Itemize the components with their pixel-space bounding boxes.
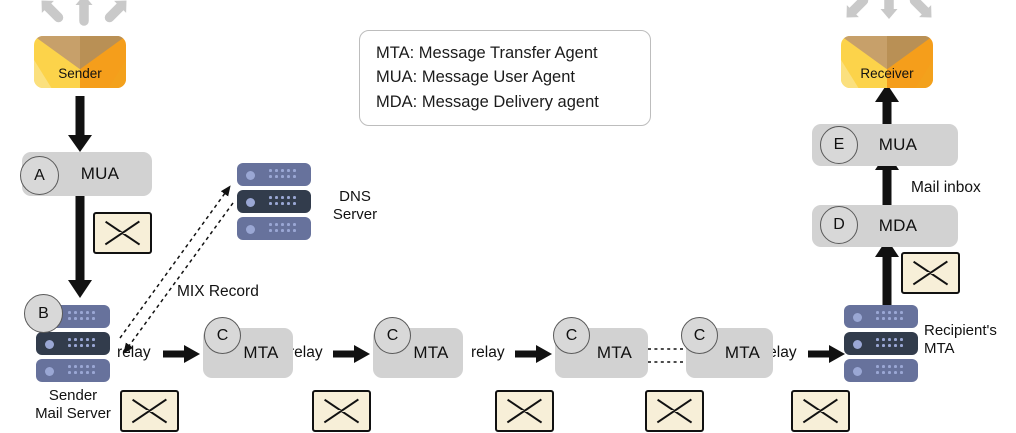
letter-icon-6 <box>791 390 850 432</box>
letter-icon-1 <box>93 212 152 254</box>
step-badge-e: E <box>820 126 858 164</box>
receiver-radiate-arrows <box>846 0 932 19</box>
step-badge-a-text: A <box>34 166 45 184</box>
step-badge-c3: C <box>553 317 590 354</box>
sender-envelope-icon: Sender <box>34 36 126 88</box>
recipient-mta-server-icon <box>844 305 918 383</box>
step-badge-d-text: D <box>833 216 845 233</box>
dns-query-dotted <box>119 185 234 354</box>
step-badge-c1: C <box>204 317 241 354</box>
arrow-mua-to-mailserver <box>68 196 92 298</box>
step-badge-c3-text: C <box>565 326 578 344</box>
legend-box: MTA: Message Transfer Agent MUA: Message… <box>359 30 651 126</box>
dns-server-icon <box>237 163 311 241</box>
relay-label-3: relay <box>471 344 505 361</box>
sender-radiate-arrows <box>41 0 127 26</box>
node-mua-receiver-label: MUA <box>878 135 918 154</box>
step-badge-e-text: E <box>833 136 845 153</box>
node-mta-2-label: MTA <box>413 343 449 362</box>
dns-server-caption-l2: Server <box>332 206 378 224</box>
relay-label-2: relay <box>289 344 323 361</box>
step-badge-b: B <box>24 294 63 333</box>
dns-server-caption-l1: DNS <box>339 188 371 205</box>
arrow-mua-to-receiver <box>875 84 899 124</box>
step-badge-c1-text: C <box>216 326 229 344</box>
recipient-mta-caption: Recipient's MTA <box>924 322 1016 359</box>
legend-line-mta: MTA: Message Transfer Agent <box>376 44 598 62</box>
step-badge-b-text: B <box>38 304 49 322</box>
step-badge-c2: C <box>374 317 411 354</box>
receiver-label: Receiver <box>860 66 914 81</box>
relay-label-1: relay <box>117 344 151 361</box>
letter-icon-4 <box>495 390 554 432</box>
node-mua-sender-label: MUA <box>80 164 120 183</box>
sender-mail-server-caption: Sender Mail Server <box>8 387 138 424</box>
step-badge-d: D <box>820 206 858 244</box>
node-mta-1-label: MTA <box>243 343 279 362</box>
receiver-envelope-icon: Receiver <box>841 36 933 88</box>
sender-label: Sender <box>58 66 102 81</box>
step-badge-c4: C <box>681 317 718 354</box>
node-mta-4-label: MTA <box>724 343 761 362</box>
mail-inbox-label: Mail inbox <box>911 179 981 196</box>
mta-chain-ellipsis <box>648 348 686 363</box>
node-mda-label: MDA <box>878 216 918 235</box>
step-badge-c4-text: C <box>693 326 706 344</box>
mix-record-label: MIX Record <box>177 283 259 300</box>
sender-mail-server-caption-l1: Sender <box>48 387 98 404</box>
step-badge-c2-text: C <box>386 326 399 344</box>
recipient-mta-caption-l2: MTA <box>924 340 955 358</box>
node-mta-3-label: MTA <box>596 343 633 362</box>
relay-arrows <box>163 345 845 363</box>
recipient-mta-caption-l1: Recipient's <box>924 322 997 339</box>
letter-icon-5 <box>645 390 704 432</box>
letter-icon-3 <box>312 390 371 432</box>
legend-line-mda: MDA: Message Delivery agent <box>376 92 599 111</box>
sender-mail-server-caption-l2: Mail Server <box>35 405 111 423</box>
letter-icon-2 <box>120 390 179 432</box>
legend-line-mua: MUA: Message User Agent <box>376 68 575 87</box>
arrow-sender-to-mua <box>68 96 92 152</box>
dns-server-caption: DNS Server <box>320 188 390 225</box>
letter-icon-7 <box>901 252 960 294</box>
step-badge-a: A <box>20 156 59 195</box>
